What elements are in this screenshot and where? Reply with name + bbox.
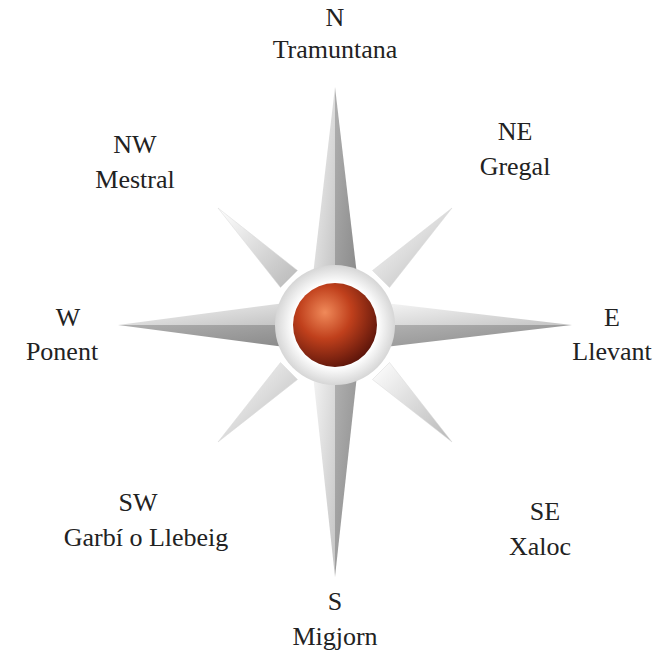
wind-name: Migjorn — [292, 623, 377, 652]
wind-name: Tramuntana — [273, 36, 398, 65]
wind-name: Xaloc — [509, 533, 571, 562]
direction-abbrev: SE — [530, 498, 560, 527]
direction-abbrev: SW — [119, 489, 158, 518]
direction-abbrev: E — [604, 304, 620, 333]
direction-abbrev: S — [328, 588, 342, 617]
direction-abbrev: NE — [498, 118, 533, 147]
cardinal-arms — [118, 87, 572, 577]
wind-name: Llevant — [572, 338, 651, 367]
wind-name: Mestral — [95, 166, 174, 195]
direction-abbrev: N — [326, 4, 345, 33]
wind-name: Gregal — [480, 153, 551, 182]
wind-name: Garbí o Llebeig — [64, 524, 229, 553]
center-ring — [275, 265, 395, 385]
wind-name: Ponent — [26, 338, 98, 367]
direction-abbrev: W — [56, 304, 81, 333]
direction-abbrev: NW — [113, 131, 156, 160]
center-ball — [293, 283, 377, 367]
